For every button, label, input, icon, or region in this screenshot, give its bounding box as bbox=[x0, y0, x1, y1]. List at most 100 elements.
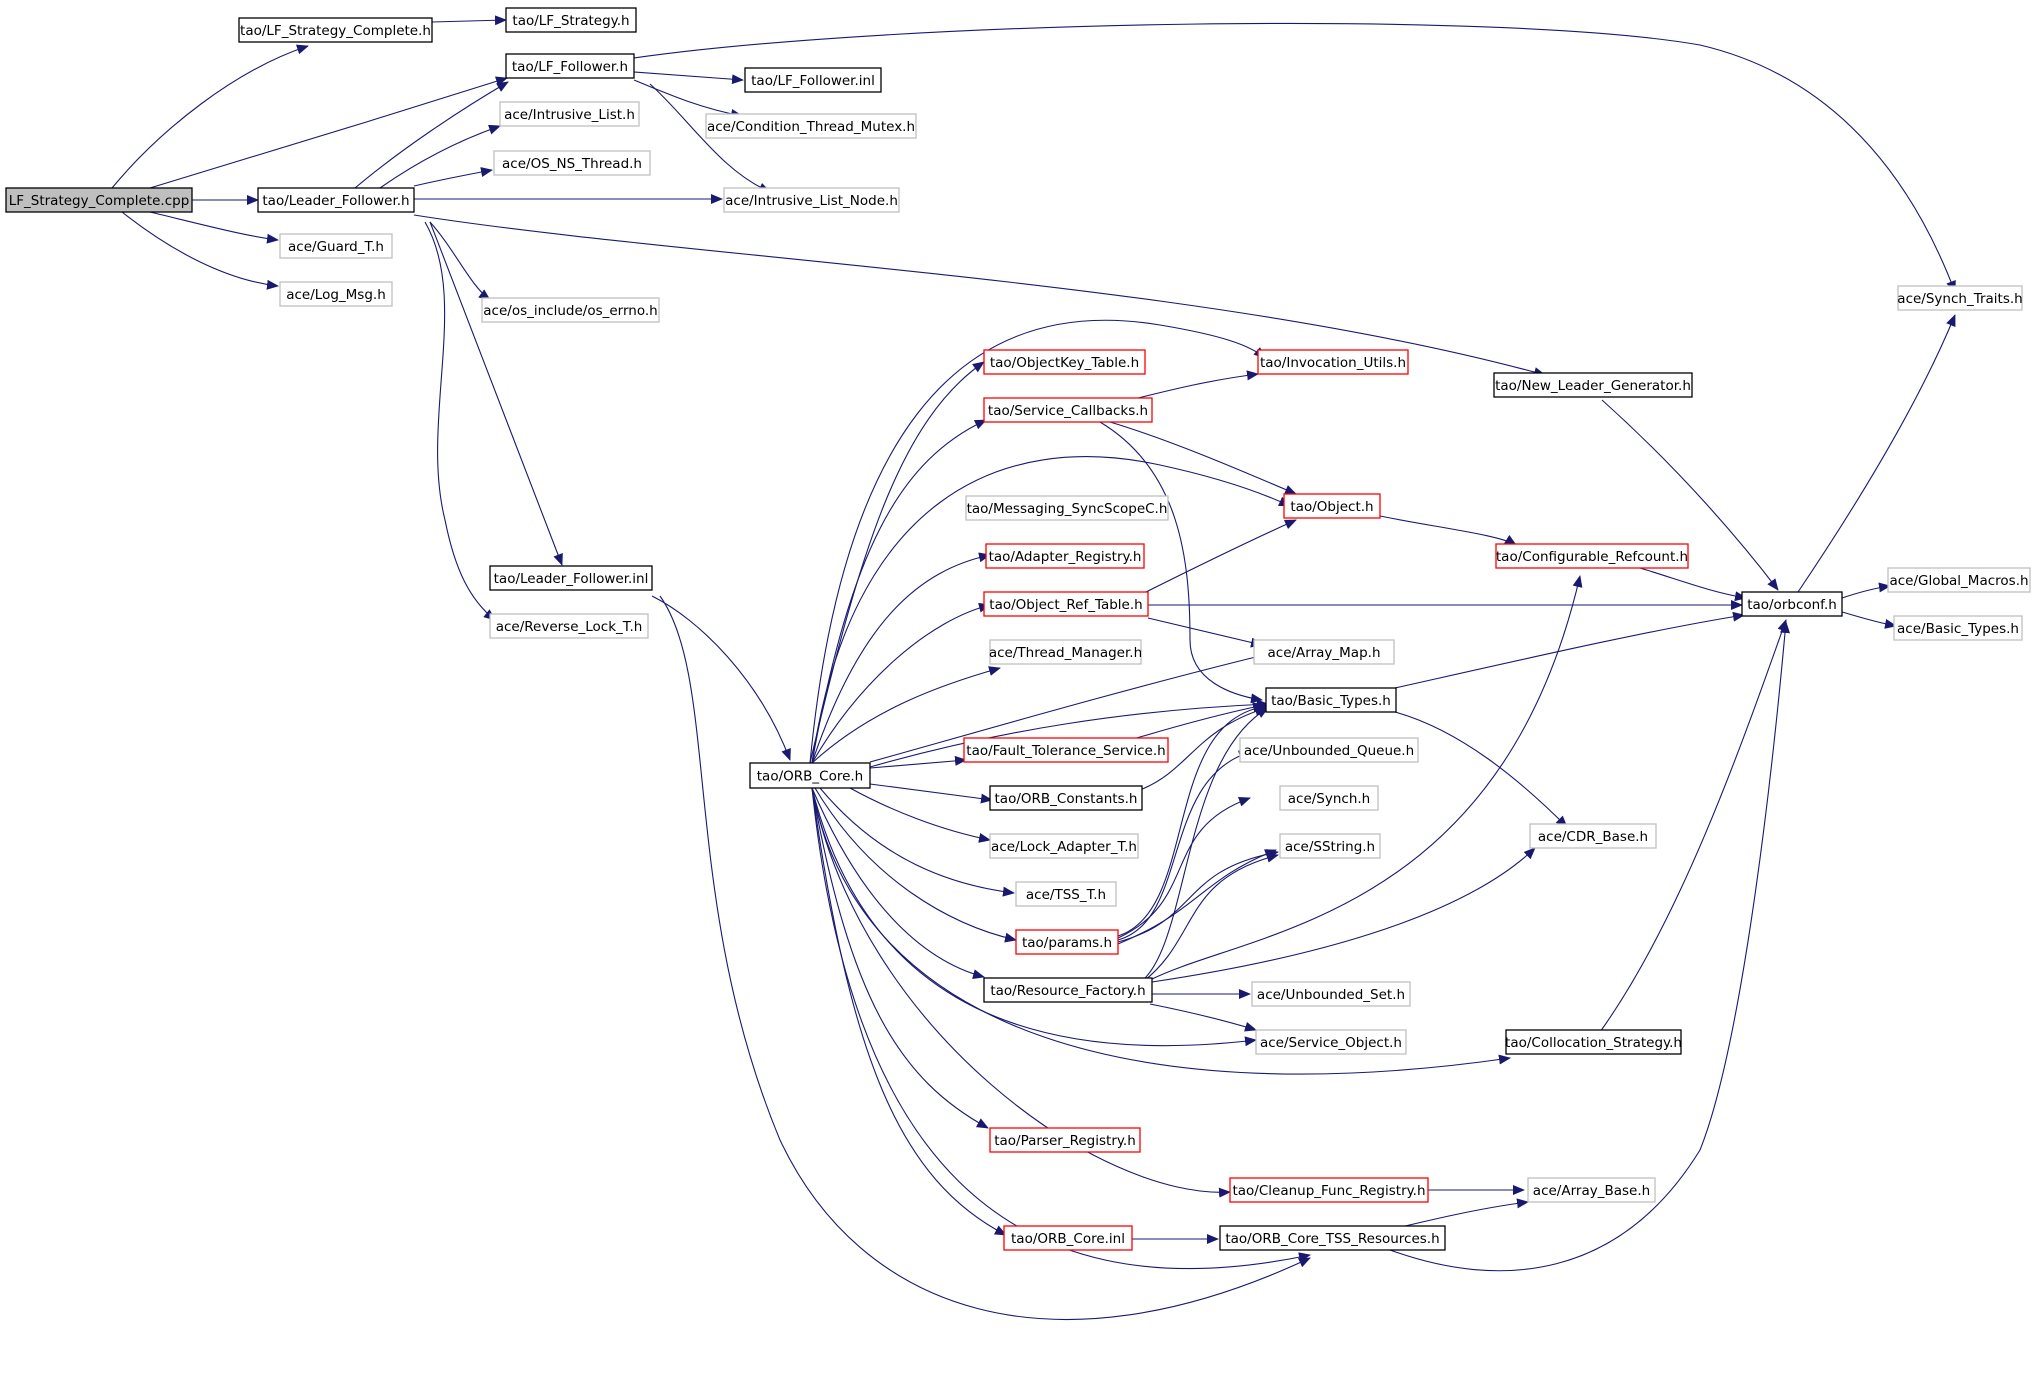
file-node-label: tao/ObjectKey_Table.h bbox=[990, 355, 1139, 371]
file-node[interactable]: ace/OS_NS_Thread.h bbox=[493, 150, 651, 176]
file-node[interactable]: tao/Collocation_Strategy.h bbox=[1505, 1029, 1682, 1055]
file-node-label: tao/ORB_Core_TSS_Resources.h bbox=[1225, 1231, 1439, 1247]
file-node[interactable]: tao/Leader_Follower.h bbox=[257, 187, 415, 213]
file-node[interactable]: ace/Condition_Thread_Mutex.h bbox=[705, 113, 917, 139]
file-node[interactable]: tao/Basic_Types.h bbox=[1265, 687, 1397, 713]
file-node[interactable]: ace/Log_Msg.h bbox=[279, 281, 393, 307]
file-node-box bbox=[505, 7, 637, 33]
file-node[interactable]: tao/ORB_Constants.h bbox=[989, 785, 1143, 811]
dependency-edge bbox=[649, 83, 771, 193]
dependency-edge bbox=[811, 787, 1231, 1198]
file-node[interactable]: ace/TSS_T.h bbox=[1015, 881, 1117, 907]
dependency-edge bbox=[424, 221, 496, 621]
file-node-label: tao/Object.h bbox=[1290, 499, 1373, 515]
file-node[interactable]: ace/Guard_T.h bbox=[279, 233, 393, 259]
dependency-edge bbox=[1099, 421, 1263, 704]
file-node[interactable]: ace/Basic_Types.h bbox=[1893, 615, 2023, 641]
file-node[interactable]: tao/orbconf.h bbox=[1741, 591, 1843, 617]
file-node[interactable]: tao/LF_Strategy_Complete.h bbox=[238, 17, 433, 43]
file-node[interactable]: tao/params.h bbox=[1015, 929, 1119, 955]
dependency-edge bbox=[121, 211, 279, 290]
file-node-box bbox=[279, 281, 393, 307]
dependency-edge bbox=[149, 211, 279, 244]
file-node[interactable]: tao/ORB_Core.inl bbox=[1003, 1225, 1133, 1251]
file-node[interactable]: tao/Parser_Registry.h bbox=[989, 1127, 1141, 1153]
file-node-box bbox=[989, 639, 1142, 665]
file-node[interactable]: ace/Reverse_Lock_T.h bbox=[489, 613, 649, 639]
file-node-box bbox=[985, 543, 1145, 569]
file-node[interactable]: ace/Unbounded_Set.h bbox=[1251, 981, 1411, 1007]
file-node[interactable]: tao/ObjectKey_Table.h bbox=[983, 349, 1146, 375]
dependency-edge bbox=[811, 787, 1007, 1236]
file-node-box bbox=[1255, 1029, 1407, 1055]
file-node[interactable]: ace/os_include/os_errno.h bbox=[481, 297, 660, 323]
dependency-edge bbox=[1394, 611, 1745, 689]
file-node[interactable]: ace/Intrusive_List.h bbox=[499, 101, 640, 127]
file-node-box bbox=[493, 150, 651, 176]
file-node[interactable]: ace/Unbounded_Queue.h bbox=[1239, 737, 1419, 763]
file-node-label: ace/Basic_Types.h bbox=[1897, 621, 2019, 637]
file-node-label: ace/SString.h bbox=[1285, 839, 1375, 855]
file-node-label: tao/New_Leader_Generator.h bbox=[1495, 378, 1691, 394]
file-node[interactable]: ace/CDR_Base.h bbox=[1529, 823, 1657, 849]
file-node[interactable]: tao/Configurable_Refcount.h bbox=[1495, 543, 1689, 569]
file-node-label: tao/LF_Follower.h bbox=[512, 59, 628, 75]
file-node-label: ace/Thread_Manager.h bbox=[989, 645, 1142, 661]
dependency-edge bbox=[869, 651, 1269, 763]
file-node[interactable]: LF_Strategy_Complete.cpp bbox=[5, 187, 193, 213]
file-node-label: ace/Array_Base.h bbox=[1533, 1183, 1650, 1199]
file-node[interactable]: tao/Object.h bbox=[1283, 493, 1381, 519]
dependency-edge bbox=[354, 81, 509, 189]
file-node[interactable]: tao/Leader_Follower.inl bbox=[489, 565, 653, 591]
file-node[interactable]: ace/Service_Object.h bbox=[1255, 1029, 1407, 1055]
dependency-edge bbox=[869, 699, 1269, 768]
file-node[interactable]: tao/Resource_Factory.h bbox=[983, 977, 1153, 1003]
dependency-edge bbox=[1151, 847, 1536, 983]
file-node[interactable]: tao/Cleanup_Func_Registry.h bbox=[1229, 1177, 1429, 1203]
dependency-edge bbox=[811, 787, 985, 980]
file-node-label: tao/ORB_Core.inl bbox=[1011, 1231, 1125, 1247]
dependency-edge bbox=[809, 361, 985, 764]
file-node[interactable]: tao/Messaging_SyncScopeC.h bbox=[965, 495, 1169, 521]
file-node[interactable]: ace/Global_Macros.h bbox=[1887, 567, 2031, 593]
file-node[interactable]: ace/Intrusive_List_Node.h bbox=[723, 187, 900, 213]
dependency-edge bbox=[111, 44, 309, 189]
file-node[interactable]: ace/Array_Map.h bbox=[1253, 639, 1395, 665]
file-node[interactable]: ace/Array_Base.h bbox=[1527, 1177, 1656, 1203]
file-node-box bbox=[1239, 737, 1419, 763]
file-node[interactable]: tao/Adapter_Registry.h bbox=[985, 543, 1145, 569]
file-node[interactable]: ace/Synch.h bbox=[1279, 785, 1379, 811]
dependency-edge bbox=[811, 787, 989, 1129]
file-node-box bbox=[983, 397, 1153, 423]
file-node-label: tao/Configurable_Refcount.h bbox=[1496, 549, 1688, 565]
file-node-label: ace/Condition_Thread_Mutex.h bbox=[707, 119, 915, 135]
file-node[interactable]: tao/ORB_Core_TSS_Resources.h bbox=[1219, 1225, 1446, 1251]
file-node[interactable]: tao/LF_Strategy.h bbox=[505, 7, 637, 33]
dependency-edge bbox=[429, 221, 491, 301]
file-node-box bbox=[965, 495, 1169, 521]
file-node-label: ace/Unbounded_Queue.h bbox=[1244, 743, 1414, 759]
file-node[interactable]: ace/SString.h bbox=[1279, 833, 1381, 859]
file-node-box bbox=[744, 67, 882, 93]
file-node-label: tao/Adapter_Registry.h bbox=[989, 549, 1142, 565]
file-node[interactable]: tao/Object_Ref_Table.h bbox=[983, 591, 1149, 617]
file-node[interactable]: ace/Thread_Manager.h bbox=[989, 639, 1142, 665]
file-node[interactable]: tao/New_Leader_Generator.h bbox=[1493, 372, 1693, 398]
dependency-edge bbox=[849, 787, 991, 843]
file-node-label: tao/Messaging_SyncScopeC.h bbox=[967, 501, 1168, 517]
file-node-box bbox=[1505, 1029, 1682, 1055]
file-node-box bbox=[499, 101, 640, 127]
dependency-edge bbox=[811, 787, 1511, 1075]
file-node[interactable]: ace/Lock_Adapter_T.h bbox=[989, 833, 1139, 859]
dependency-edges bbox=[111, 15, 1956, 1320]
file-node-label: tao/Leader_Follower.h bbox=[262, 193, 409, 209]
file-node[interactable]: tao/Invocation_Utils.h bbox=[1257, 349, 1409, 375]
file-node[interactable]: tao/LF_Follower.h bbox=[505, 53, 635, 79]
dependency-edge bbox=[1137, 707, 1269, 985]
file-node-label: ace/Intrusive_List.h bbox=[504, 107, 635, 123]
file-node[interactable]: tao/Service_Callbacks.h bbox=[983, 397, 1153, 423]
file-node[interactable]: tao/Fault_Tolerance_Service.h bbox=[963, 737, 1169, 763]
file-node[interactable]: tao/LF_Follower.inl bbox=[744, 67, 882, 93]
file-node[interactable]: tao/ORB_Core.h bbox=[749, 762, 871, 789]
file-node[interactable]: ace/Synch_Traits.h bbox=[1897, 285, 2023, 311]
